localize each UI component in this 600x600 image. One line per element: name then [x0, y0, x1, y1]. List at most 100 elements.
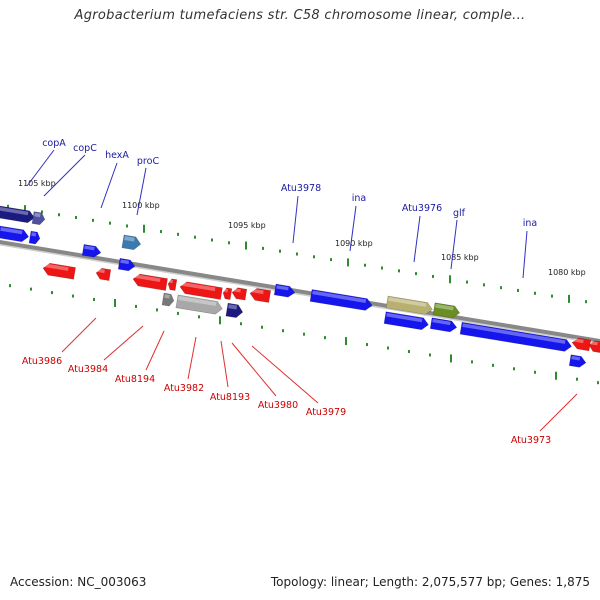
- gene-label-top: Atu3978: [281, 183, 321, 194]
- gene-arrow-Atu3980: [249, 288, 272, 303]
- gene-arrow-Atu3984: [95, 267, 112, 281]
- gene-highlight: [34, 212, 41, 218]
- gene-label-bottom: Atu3973: [511, 435, 551, 446]
- gene-label-top: proC: [137, 156, 160, 167]
- gene-arrow-reverse: [167, 278, 178, 291]
- page-title: Agrobacterium tumefaciens str. C58 chrom…: [74, 8, 526, 23]
- gene-shape: [225, 302, 244, 318]
- gene-shape: [222, 287, 233, 300]
- kbp-label: 1095 kbp: [228, 221, 266, 230]
- gene-shape: [231, 287, 248, 301]
- gene-highlight: [164, 294, 170, 299]
- gene-arrow-ina: [309, 289, 373, 311]
- gene-arrow-glf: [432, 302, 461, 319]
- kbp-label: 1090 kbp: [335, 239, 373, 248]
- gene-shape: [175, 294, 223, 315]
- gene-highlight: [228, 304, 238, 310]
- leader-line: [61, 317, 97, 353]
- gene-shape: [31, 211, 46, 226]
- gene-arrow-forward: [28, 230, 41, 245]
- leader-line: [450, 219, 458, 270]
- gene-label-top: hexA: [105, 150, 129, 161]
- gene-label-top: ina: [523, 218, 537, 229]
- leader-line: [292, 195, 299, 244]
- gene-highlight: [462, 323, 566, 344]
- gene-arrow-Atu3976: [385, 295, 433, 315]
- leader-line: [539, 393, 578, 432]
- leader-line: [251, 345, 319, 404]
- gene-shape: [0, 225, 30, 243]
- leader-line: [231, 342, 277, 397]
- leader-line: [136, 167, 147, 216]
- gene-highlight: [312, 290, 367, 303]
- gene-shape: [0, 205, 35, 224]
- gene-highlight: [0, 206, 29, 216]
- gene-arrow-Atu3986: [42, 262, 76, 280]
- gene-label-top: copC: [73, 143, 97, 154]
- gene-label-bottom: Atu8194: [115, 374, 155, 385]
- gene-highlight: [386, 312, 423, 323]
- gene-shape: [273, 283, 296, 298]
- gene-shape: [95, 267, 112, 281]
- gene-label-bottom: Atu3982: [164, 383, 204, 394]
- gene-label-bottom: Atu3980: [258, 400, 298, 411]
- gene-highlight: [31, 232, 37, 237]
- gene-highlight: [97, 268, 105, 274]
- gene-label-bottom: Atu3984: [68, 364, 108, 375]
- gene-shape: [571, 337, 592, 352]
- gene-arrow-copA: [0, 205, 35, 224]
- gene-shape: [459, 321, 572, 352]
- gene-highlight: [571, 355, 581, 361]
- gene-shape: [385, 295, 433, 315]
- gene-arrow-forward: [383, 311, 429, 331]
- leader-line: [187, 336, 197, 380]
- gene-label-top: ina: [352, 193, 366, 204]
- gene-highlight: [224, 288, 228, 293]
- gene-highlight: [432, 318, 451, 326]
- gene-shape: [81, 244, 102, 258]
- gene-arrow-Atu8194: [132, 273, 168, 291]
- gene-arrow-Atu8193: [231, 287, 248, 301]
- gene-arrow-Atu3982: [179, 281, 223, 300]
- gene-highlight: [124, 236, 135, 242]
- kbp-label: 1080 kbp: [548, 268, 586, 277]
- gene-arrow-pseudo: [161, 292, 175, 307]
- gene-shape: [132, 273, 168, 291]
- gene-arrow-forward: [0, 225, 30, 243]
- leader-line: [413, 215, 421, 263]
- gene-arrow-reverse: [571, 337, 592, 352]
- leader-line: [100, 162, 118, 209]
- gene-shape: [429, 317, 458, 333]
- gene-label-bottom: Atu3986: [22, 356, 62, 367]
- gene-arrow-pseudo: [175, 294, 223, 315]
- gene-arrow-forward: [568, 354, 587, 368]
- gene-highlight: [120, 259, 130, 265]
- accession-text: Accession: NC_003063: [10, 575, 147, 589]
- gene-highlight: [388, 297, 427, 307]
- gene-shape: [117, 257, 136, 272]
- kbp-label: 1105 kbp: [18, 179, 56, 188]
- gene-arrow-Atu3973: [588, 340, 600, 354]
- gene-shape: [28, 230, 41, 245]
- gene-shape: [167, 278, 178, 291]
- gene-arrow-forward: [117, 257, 136, 272]
- gene-highlight: [590, 340, 598, 346]
- gene-highlight: [0, 227, 23, 235]
- gene-arrow-Atu3979: [225, 302, 244, 318]
- gene-highlight: [435, 303, 454, 311]
- gene-label-top: Atu3976: [402, 203, 442, 214]
- gene-arrow-copC: [31, 211, 46, 226]
- gene-shape: [42, 262, 76, 280]
- leader-line: [349, 205, 357, 252]
- gene-arrow-reverse: [222, 287, 233, 300]
- gene-highlight: [251, 288, 264, 295]
- gene-shape: [588, 340, 600, 354]
- gene-shape: [179, 281, 223, 300]
- gene-shape: [121, 234, 142, 251]
- kbp-label: 1085 kbp: [441, 253, 479, 262]
- gene-arrow-Atu3978: [273, 283, 296, 298]
- gene-arrow-forward: [429, 317, 458, 333]
- gene-shape: [432, 302, 461, 319]
- gene-label-bottom: Atu8193: [210, 392, 250, 403]
